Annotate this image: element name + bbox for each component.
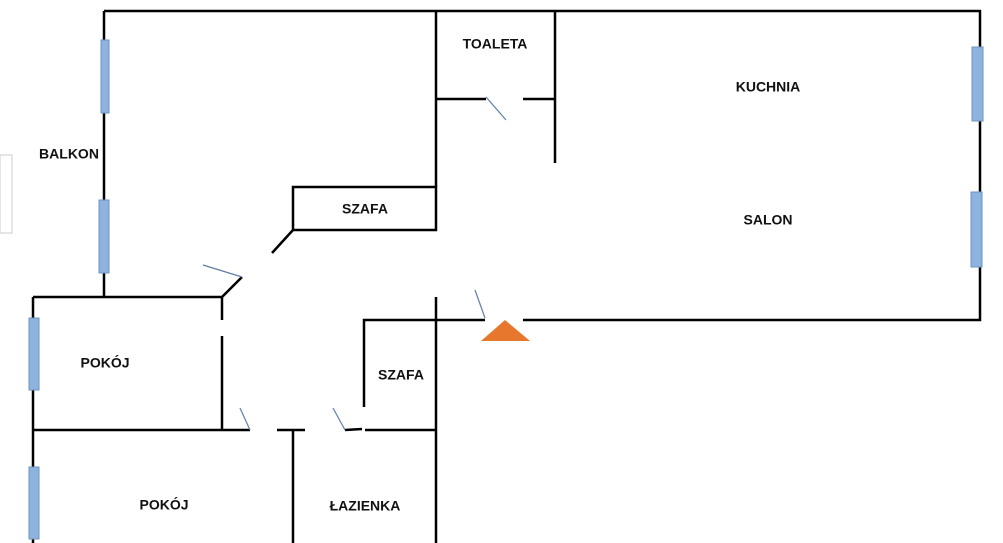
entrance-marker-icon (481, 320, 530, 341)
window (28, 466, 40, 540)
window (971, 46, 984, 122)
side-tab (0, 154, 13, 234)
room-label-szafa-lower: SZAFA (378, 367, 424, 383)
room-label-kuchnia: KUCHNIA (736, 79, 801, 95)
windows (28, 39, 984, 540)
room-label-salon: SALON (744, 212, 793, 228)
window (98, 199, 110, 274)
window (100, 39, 110, 114)
room-label-lazienka: ŁAZIENKA (330, 498, 401, 514)
window (970, 191, 983, 268)
room-label-toaleta: TOALETA (463, 36, 528, 52)
walls (31, 9, 982, 543)
window (28, 317, 40, 391)
room-label-szafa-upper: SZAFA (342, 201, 388, 217)
room-label-pokoj-upper: POKÓJ (80, 354, 129, 371)
room-label-balkon: BALKON (39, 146, 99, 162)
room-label-pokoj-lower: POKÓJ (139, 496, 188, 513)
door-leaves (202, 96, 507, 431)
